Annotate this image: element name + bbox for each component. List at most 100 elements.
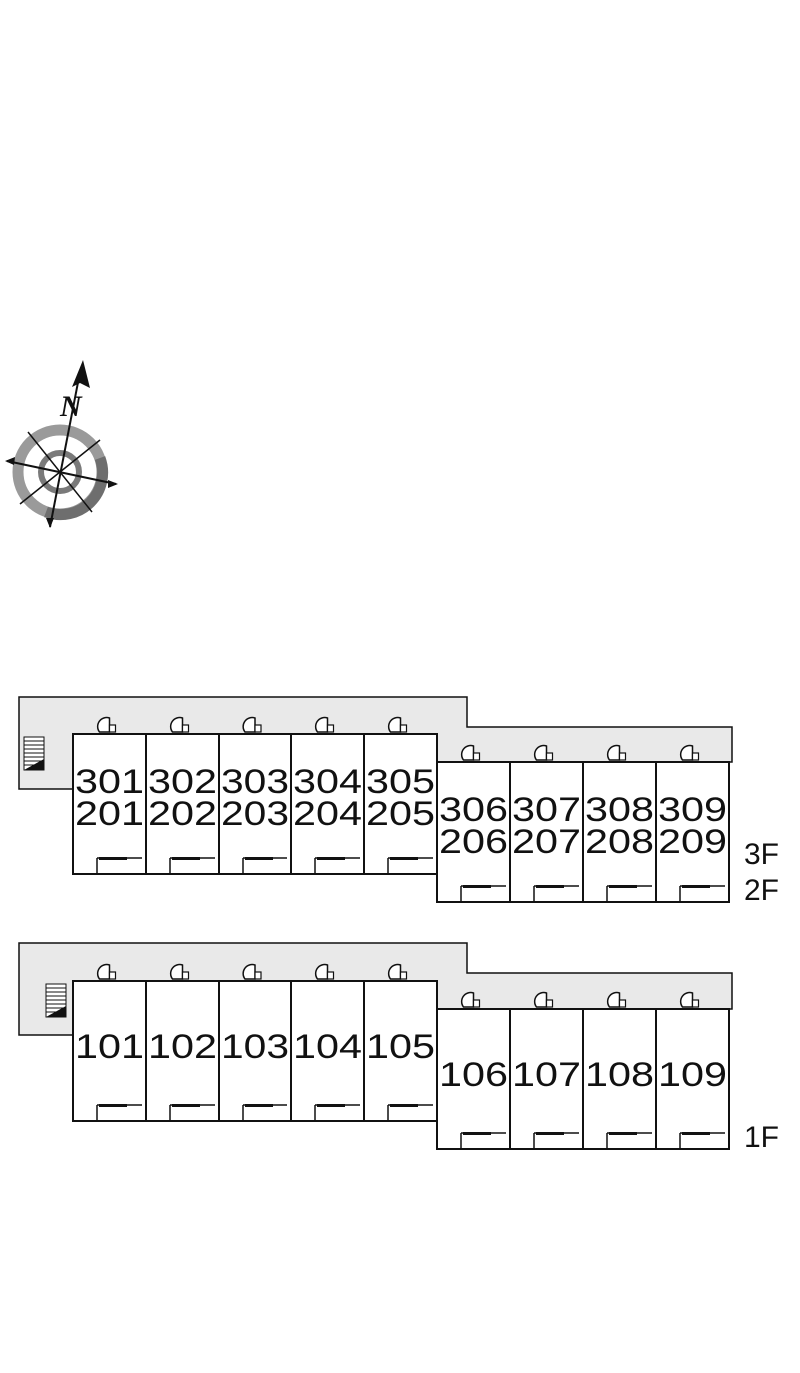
unit-room: 101 — [72, 963, 147, 1122]
unit-number: 304 — [293, 763, 362, 801]
unit-outline — [218, 733, 292, 875]
door-icon — [242, 963, 262, 980]
door-icon — [387, 963, 408, 980]
balcony-icon — [606, 1132, 652, 1149]
door-icon — [314, 716, 335, 733]
unit-number: 206 — [439, 823, 508, 861]
unit-number: 108 — [585, 1056, 654, 1094]
balcony-icon — [679, 885, 725, 902]
floor-label-3f: 3F — [744, 838, 779, 871]
unit-room: 103 — [218, 963, 292, 1122]
upper-stair-icon — [23, 736, 45, 771]
compass-dark-arc — [44, 456, 109, 521]
unit-outline — [290, 980, 365, 1122]
balcony-icon — [460, 1132, 506, 1149]
compass-needle-east-west — [6, 460, 117, 485]
unit-outline — [509, 1008, 584, 1150]
unit-number: 309 — [658, 791, 727, 829]
balcony-icon — [460, 885, 506, 902]
unit-number: 101 — [75, 1028, 144, 1066]
unit-outline — [290, 733, 365, 875]
floor-label-1f: 1F — [744, 1121, 779, 1154]
balcony-icon — [387, 857, 433, 874]
west-arrow-icon — [5, 457, 15, 465]
balcony-icon — [242, 1104, 287, 1121]
door-icon — [679, 744, 700, 761]
door-icon — [169, 963, 190, 980]
east-arrow-icon — [108, 480, 118, 488]
north-label: N — [59, 390, 83, 423]
balcony-icon — [387, 1104, 433, 1121]
unit-outline — [582, 1008, 657, 1150]
unit-number: 207 — [512, 823, 581, 861]
south-arrow-icon — [46, 518, 54, 528]
unit-outline — [72, 980, 147, 1122]
unit-number: 104 — [293, 1028, 362, 1066]
unit-room: 104 — [290, 963, 365, 1122]
unit-outline — [436, 1008, 511, 1150]
unit-number: 105 — [366, 1028, 435, 1066]
unit-room: 108 — [582, 991, 657, 1150]
unit-number: 307 — [512, 791, 581, 829]
door-icon — [242, 716, 262, 733]
door-icon — [169, 716, 190, 733]
door-icon — [460, 991, 481, 1008]
balcony-icon — [96, 857, 142, 874]
unit-number: 209 — [658, 823, 727, 861]
compass-needle-north-south — [49, 371, 81, 528]
lower-stair-icon — [45, 983, 67, 1018]
compass: N — [5, 360, 118, 528]
unit-number: 109 — [658, 1056, 727, 1094]
balcony-icon — [96, 1104, 142, 1121]
door-icon — [679, 991, 700, 1008]
balcony-icon — [314, 1104, 360, 1121]
unit-number: 302 — [148, 763, 217, 801]
door-icon — [533, 991, 554, 1008]
door-icon — [460, 744, 481, 761]
unit-outline — [509, 761, 584, 903]
compass-inner-ring — [38, 450, 82, 494]
unit-number: 205 — [366, 795, 435, 833]
unit-room: 109 — [655, 991, 730, 1150]
door-icon — [96, 963, 117, 980]
door-icon — [606, 991, 627, 1008]
unit-number: 203 — [221, 795, 289, 833]
unit-number: 308 — [585, 791, 654, 829]
balcony-icon — [314, 857, 360, 874]
unit-room: 107 — [509, 991, 584, 1150]
door-icon — [314, 963, 335, 980]
unit-number: 102 — [148, 1028, 217, 1066]
door-icon — [96, 716, 117, 733]
unit-number: 107 — [512, 1056, 581, 1094]
unit-outline — [145, 733, 220, 875]
unit-number: 202 — [148, 795, 217, 833]
unit-outline — [655, 761, 730, 903]
unit-room: 106 — [436, 991, 511, 1150]
unit-number: 303 — [221, 763, 289, 801]
unit-number: 306 — [439, 791, 508, 829]
balcony-icon — [679, 1132, 725, 1149]
balcony-icon — [533, 885, 579, 902]
floor-label-2f: 2F — [744, 874, 779, 907]
balcony-icon — [242, 857, 287, 874]
unit-number: 103 — [221, 1028, 289, 1066]
balcony-icon — [169, 1104, 215, 1121]
unit-number: 201 — [75, 795, 144, 833]
unit-outline — [582, 761, 657, 903]
unit-outline — [655, 1008, 730, 1150]
balcony-icon — [169, 857, 215, 874]
unit-outline — [218, 980, 292, 1122]
balcony-icon — [533, 1132, 579, 1149]
unit-number: 208 — [585, 823, 654, 861]
